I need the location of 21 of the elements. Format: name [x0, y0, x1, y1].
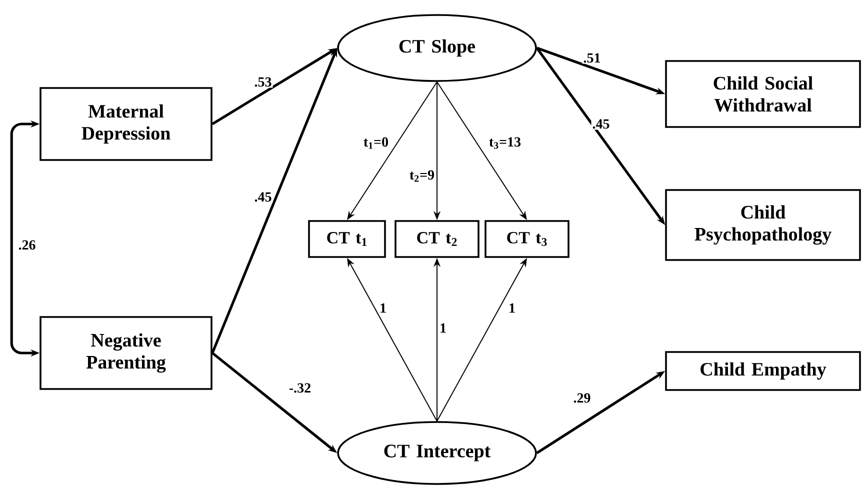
edge-label: .26 — [17, 239, 37, 251]
edge-label: 1 — [508, 302, 516, 314]
variable-box: Negative Parenting — [40, 316, 212, 390]
edge-label: t$_{1}$=0 — [362, 136, 390, 150]
edge-label: .53 — [253, 76, 273, 88]
edge-label: 1 — [438, 322, 448, 334]
edge-label: .45 — [253, 191, 273, 203]
variable-box: CT t$_{1}$ — [308, 220, 386, 258]
edge-label: t$_{2}$=9 — [408, 169, 436, 183]
edge-label: .29 — [572, 392, 592, 404]
variable-box: Child Social Withdrawal — [665, 60, 861, 128]
variable-box: CT t$_{3}$ — [484, 220, 570, 258]
edge-label: 1 — [378, 302, 388, 314]
variable-box: Maternal Depression — [40, 87, 212, 161]
variable-box: Child Psychopathology — [665, 189, 861, 261]
edge-label: .51 — [582, 52, 602, 64]
variable-box: CT t$_{2}$ — [394, 220, 480, 258]
variable-box: Child Empathy — [665, 351, 861, 391]
edge-label: t$_{3}$=13 — [488, 136, 522, 150]
edge-label: -.32 — [288, 382, 312, 394]
edge-label: .45 — [591, 118, 611, 130]
